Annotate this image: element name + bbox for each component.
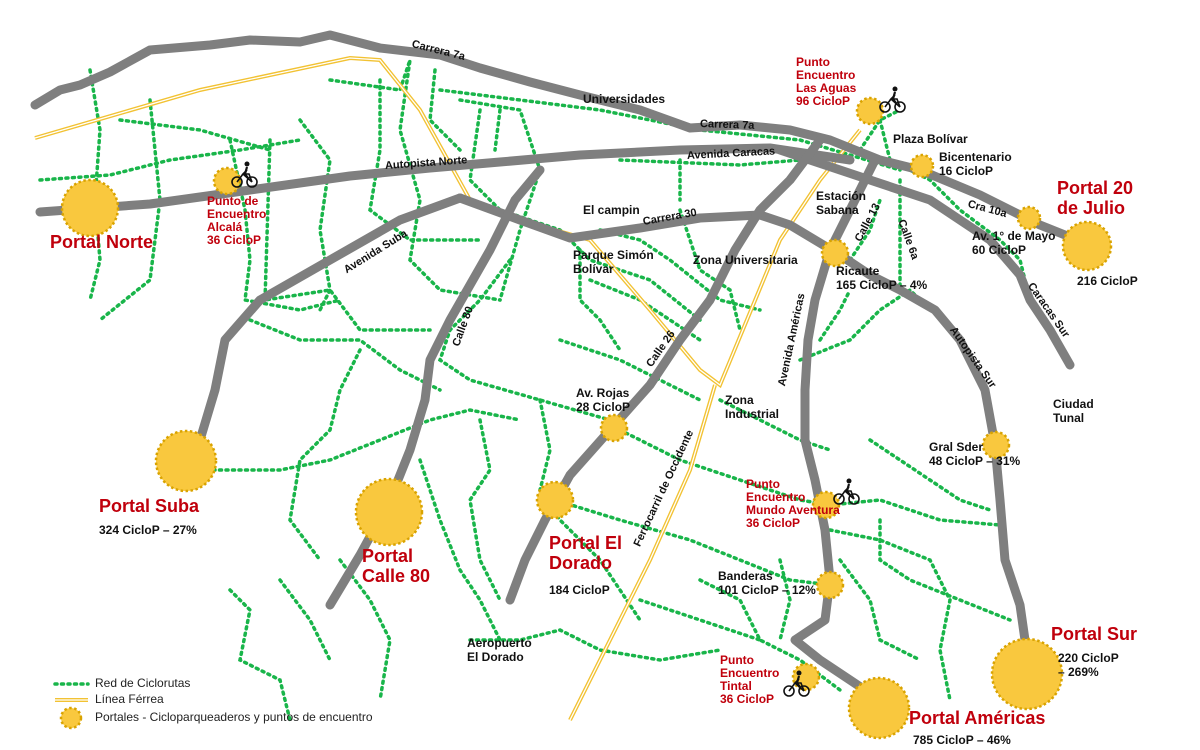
portal-20-julio-circle — [1061, 220, 1113, 272]
cycle-route — [618, 158, 802, 167]
cycle-route — [468, 418, 502, 602]
cycle-route — [828, 528, 952, 702]
mundo-aventura-circle — [811, 490, 841, 520]
cycle-route — [98, 98, 162, 322]
portal-el-dorado-circle — [535, 480, 575, 520]
alcala-circle — [212, 166, 242, 196]
cycle-route — [468, 628, 722, 662]
road-label-carrera7a-south: Carrera 7a — [699, 118, 755, 132]
road-carrera7a — [30, 30, 1095, 250]
cycle-route — [618, 428, 832, 507]
portal-circles — [60, 96, 1113, 740]
legend-portal-symbol — [59, 706, 83, 730]
cycle-route — [848, 198, 882, 262]
road-autopista-norte — [35, 143, 855, 217]
cycle-route — [838, 558, 922, 662]
stat-portal-americas: 785 CicloP – 46% — [913, 733, 1011, 747]
portal-americas-circle — [847, 676, 911, 740]
cycle-route — [828, 498, 1002, 527]
major-roads — [30, 30, 1095, 695]
av-1-mayo-circle — [1016, 205, 1042, 231]
legend-symbols — [53, 682, 90, 730]
banderas-circle — [815, 570, 845, 600]
stat-portal-20-julio: 216 CicloP — [1077, 274, 1138, 288]
stat-portal-el-dorado: 184 CicloP — [549, 583, 610, 597]
cycle-route — [578, 248, 622, 352]
cycle-route — [118, 118, 272, 152]
gral-santander-circle — [981, 430, 1011, 460]
bicycle-icon — [878, 85, 907, 114]
cycle-route — [778, 558, 792, 642]
las-aguas-circle — [855, 96, 885, 126]
cycle-route — [248, 318, 442, 392]
label-portal-americas: Portal Américas — [909, 708, 1046, 728]
place-zona-universitaria: Zona Universitaria — [693, 253, 798, 267]
label-portal-sur: Portal Sur — [1051, 624, 1138, 644]
label-portal-norte: Portal Norte — [50, 232, 154, 252]
bicentenario-circle — [909, 153, 935, 179]
road-autopista-sur — [455, 193, 1030, 645]
cycle-route — [418, 458, 502, 642]
place-el-campin: El campin — [583, 203, 640, 217]
cycle-route — [328, 59, 502, 302]
cycle-route — [858, 108, 902, 152]
cycle-route — [228, 138, 342, 312]
cycle-route — [428, 68, 462, 152]
cycle-route — [493, 108, 502, 152]
stat-portal-sur: 220 CicloP– 269% — [1058, 651, 1119, 679]
place-universidades: Universidades — [583, 92, 666, 106]
cycle-route — [718, 398, 832, 452]
av-rojas-circle — [599, 413, 629, 443]
road-caracas — [775, 145, 1075, 370]
cycle-route — [553, 498, 832, 587]
portal-norte-circle — [60, 178, 120, 238]
cycle-route — [198, 408, 522, 472]
road-americas — [790, 155, 880, 695]
cycle-route — [878, 518, 1012, 622]
cycle-route — [368, 78, 482, 242]
cycle-route — [278, 578, 332, 662]
cycle-route — [818, 288, 852, 342]
cycle-route — [868, 438, 992, 512]
road-calle26 — [505, 135, 825, 605]
cycle-route — [338, 558, 392, 702]
portal-sur-circle — [990, 637, 1064, 711]
road-suba — [195, 193, 465, 445]
label-portal-suba: Portal Suba — [99, 496, 200, 516]
cycle-route — [288, 348, 362, 562]
cycle-route — [298, 118, 332, 312]
portal-calle80-circle — [354, 477, 424, 547]
ricaurte-circle — [820, 238, 850, 268]
cycle-route — [558, 338, 702, 402]
place-plaza-bolivar: Plaza Bolívar — [893, 132, 968, 146]
cycle-route — [638, 598, 762, 642]
stat-portal-suba: 324 CicloP – 27% — [99, 523, 197, 537]
portal-suba-circle — [154, 429, 218, 493]
cycle-route — [228, 588, 292, 722]
